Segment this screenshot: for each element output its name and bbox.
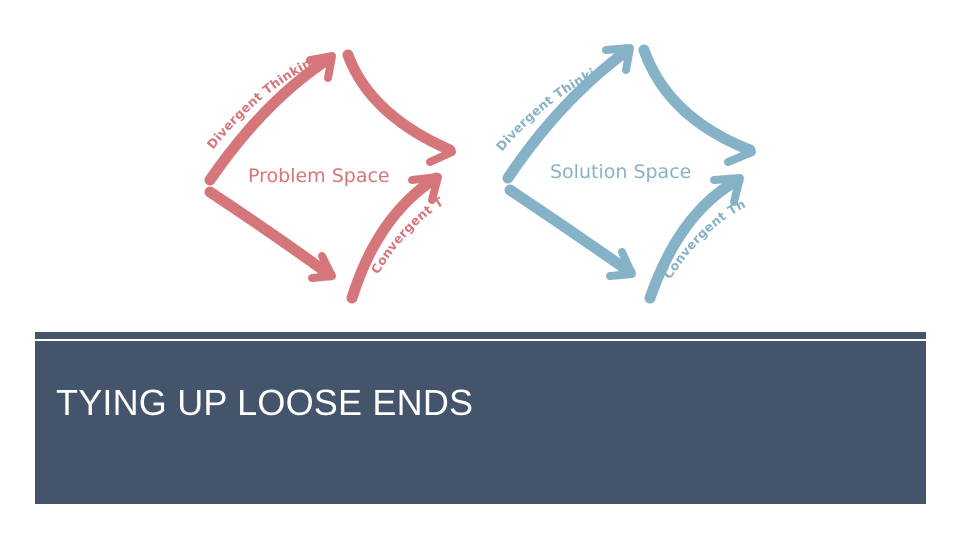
problem-divergent-lower-arrowhead <box>308 252 336 282</box>
problem-convergent-upper-arrow <box>342 49 456 156</box>
problem-convergent-lower-arrowhead <box>408 173 442 204</box>
solution-space-label: Solution Space <box>550 161 691 183</box>
solution-divergent-lower-arrowhead <box>606 248 636 280</box>
double-diamond-diagram: Divergent Thinking Convergent Thinking P… <box>0 0 756 304</box>
solution-divergent-upper-arrowhead <box>602 44 634 74</box>
problem-divergent-upper-arrowhead <box>306 52 336 82</box>
problem-space-label: Problem Space <box>248 165 390 187</box>
problem-convergent-upper-arrowhead <box>426 136 456 166</box>
problem-space-diamond: Divergent Thinking Convergent Thinking P… <box>0 0 456 304</box>
solution-convergent-upper-arrowhead <box>724 136 756 166</box>
band-divider-line <box>35 339 926 341</box>
solution-convergent-upper-arrow <box>638 44 756 156</box>
solution-convergent-lower-arrow <box>644 174 744 304</box>
problem-divergent-upper-arrow <box>204 52 336 186</box>
slide-title: TYING UP LOOSE ENDS <box>56 382 474 423</box>
solution-divergent-lower-arrow <box>504 184 636 278</box>
title-band: TYING UP LOOSE ENDS <box>35 332 926 504</box>
problem-divergent-lower-arrow <box>204 186 336 281</box>
problem-divergent-label: Divergent Thinking <box>204 51 322 152</box>
solution-convergent-lower-arrowhead <box>710 174 744 206</box>
problem-convergent-lower-arrow <box>346 172 442 304</box>
solution-divergent-upper-arrow <box>502 44 634 184</box>
